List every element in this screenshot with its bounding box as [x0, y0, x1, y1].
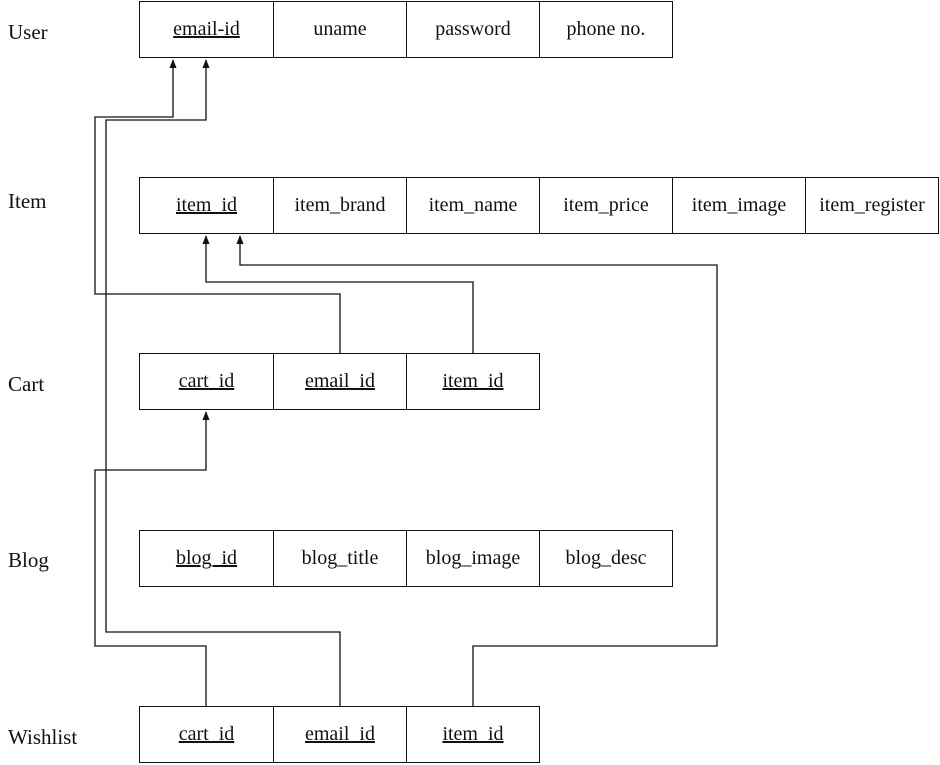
- field-item-item-price: item_price: [539, 178, 672, 233]
- field-item-item-name: item_name: [406, 178, 539, 233]
- connector-wishlist-item-to-item: [236, 235, 718, 706]
- table-label-blog: Blog: [8, 548, 49, 572]
- field-item-item-image: item_image: [672, 178, 805, 233]
- field-item-item-brand: item_brand: [273, 178, 406, 233]
- field-item-item-register: item_register: [805, 178, 938, 233]
- table-cart: cart_id email_id item_id: [139, 353, 540, 410]
- field-blog-blog-desc: blog_desc: [539, 531, 672, 586]
- table-label-cart: Cart: [8, 372, 45, 396]
- table-label-user: User: [8, 20, 48, 44]
- table-wishlist: cart_id email_id item_id: [139, 706, 540, 763]
- field-wishlist-item-id: item_id: [406, 707, 539, 762]
- field-user-password: password: [406, 2, 539, 57]
- field-cart-item-id: item_id: [406, 354, 539, 409]
- table-item: item_id item_brand item_name item_price …: [139, 177, 939, 234]
- field-user-email-id: email-id: [173, 18, 240, 40]
- field-blog-blog-image: blog_image: [406, 531, 539, 586]
- field-blog-blog-title: blog_title: [273, 531, 406, 586]
- field-wishlist-cart-id: cart_id: [178, 723, 235, 745]
- field-blog-blog-id: blog_id: [175, 547, 238, 569]
- connector-cart-item-to-item: [202, 235, 474, 353]
- field-user-uname: uname: [273, 2, 406, 57]
- table-label-wishlist: Wishlist: [8, 725, 78, 749]
- table-label-item: Item: [8, 189, 47, 213]
- field-user-phone-no: phone no.: [539, 2, 672, 57]
- field-cart-email-id: email_id: [273, 354, 406, 409]
- table-user: email-id uname password phone no.: [139, 1, 673, 58]
- field-item-item-id: item_id: [175, 194, 238, 216]
- field-cart-cart-id: cart_id: [178, 370, 235, 392]
- table-blog: blog_id blog_title blog_image blog_desc: [139, 530, 673, 587]
- field-wishlist-email-id: email_id: [273, 707, 406, 762]
